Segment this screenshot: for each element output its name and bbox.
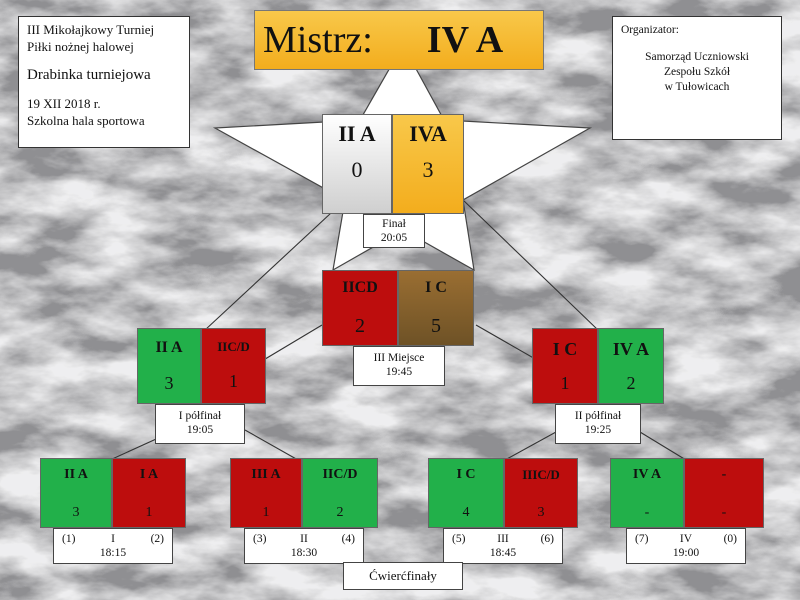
quarter3-team2-name: IIIC/D xyxy=(522,467,560,482)
quarter4-number: IV xyxy=(679,533,693,545)
quarter1-seed2: (2) xyxy=(150,533,164,545)
champion-team: IV A xyxy=(426,19,504,61)
semi1-label: I półfinał xyxy=(178,410,222,422)
quarter1-team2-score: 1 xyxy=(145,505,153,520)
semi1-team1-name: II A xyxy=(155,339,183,356)
quarter3-label-box: (5) III (6) 18:45 xyxy=(443,528,563,564)
quarter1-team1-name: II A xyxy=(64,467,88,482)
final-label-box: Finał 20:05 xyxy=(363,214,425,248)
semi2-team1-name: I C xyxy=(552,339,578,359)
organizer-label: Organizator: xyxy=(621,24,679,36)
semi2-team1-score: 1 xyxy=(560,373,570,393)
quarter1-team2-name: I A xyxy=(139,467,159,482)
quarter1-number: I xyxy=(111,533,115,545)
quarter4-seed2: (0) xyxy=(723,533,737,545)
quarter1-seed1: (1) xyxy=(62,533,76,545)
quarter3-seed2: (6) xyxy=(540,533,554,545)
tournament-info-box: III Mikołajkowy Turniej Piłki nożnej hal… xyxy=(18,16,190,148)
final-team2-score: 3 xyxy=(422,157,434,182)
quarter3-number: III xyxy=(497,533,509,545)
quarter2-time: 18:30 xyxy=(290,547,318,559)
third-place-label-box: III Miejsce 19:45 xyxy=(353,346,445,386)
quarter2-team2-cell: IIC/D 2 xyxy=(302,458,378,528)
quarterfinals-label: Ćwierćfinały xyxy=(369,568,437,583)
semi2-team2-cell: IV A 2 xyxy=(598,328,664,404)
tournament-date: 19 XII 2018 r. xyxy=(27,96,101,111)
quarterfinals-label-box: Ćwierćfinały xyxy=(343,562,463,590)
semi1-team2-cell: IIC/D 1 xyxy=(201,328,266,404)
final-team1-cell: II A 0 xyxy=(322,114,392,214)
semi2-team1-cell: I C 1 xyxy=(532,328,598,404)
semi1-time: 19:05 xyxy=(186,424,214,436)
final-team2-cell: IVA 3 xyxy=(392,114,464,214)
quarter4-team2-score: - xyxy=(721,505,727,520)
final-team1-name: II A xyxy=(338,121,376,146)
semi1-label-box: I półfinał 19:05 xyxy=(155,404,245,444)
third-place-label: III Miejsce xyxy=(373,352,425,364)
semi1-team2-name: IIC/D xyxy=(217,339,250,354)
quarter1-time: 18:15 xyxy=(99,547,127,559)
third-place-team2-name: I C xyxy=(425,279,447,296)
organizer-line-2: Zespołu Szkół xyxy=(663,66,731,78)
semi2-team2-score: 2 xyxy=(626,373,636,393)
quarter4-team1-name: IV A xyxy=(632,467,662,482)
organizer-info-box: Organizator: Samorząd Uczniowski Zespołu… xyxy=(612,16,782,140)
semi2-label-box: II półfinał 19:25 xyxy=(555,404,641,444)
tournament-title: III Mikołajkowy Turniej xyxy=(27,22,155,37)
semi2-team2-name: IV A xyxy=(612,339,650,359)
quarter4-label-box: (7) IV (0) 19:00 xyxy=(626,528,746,564)
third-place-team1-score: 2 xyxy=(355,315,365,337)
quarter3-team2-cell: IIIC/D 3 xyxy=(504,458,578,528)
final-team2-name: IVA xyxy=(409,121,447,146)
final-time: 20:05 xyxy=(380,232,408,244)
bracket-title: Drabinka turniejowa xyxy=(27,67,151,83)
quarter2-team2-score: 2 xyxy=(336,505,344,520)
quarter1-team1-score: 3 xyxy=(72,505,80,520)
quarter3-team2-score: 3 xyxy=(537,505,545,520)
quarter2-number: II xyxy=(300,533,308,545)
quarter1-team2-cell: I A 1 xyxy=(112,458,186,528)
quarter2-team1-score: 1 xyxy=(262,505,270,520)
quarter4-team1-cell: IV A - xyxy=(610,458,684,528)
semi1-team1-score: 3 xyxy=(164,373,174,393)
final-team1-score: 0 xyxy=(351,157,363,182)
quarter3-time: 18:45 xyxy=(489,547,517,559)
quarter4-team2-name: - xyxy=(721,467,727,482)
quarter2-seed2: (4) xyxy=(341,533,355,545)
tournament-subtitle: Piłki nożnej halowej xyxy=(27,39,134,54)
champion-banner: Mistrz: IV A xyxy=(254,10,544,70)
third-place-time: 19:45 xyxy=(385,366,413,378)
champion-label: Mistrz: xyxy=(263,19,373,61)
quarter4-team1-score: - xyxy=(644,505,650,520)
quarter1-label-box: (1) I (2) 18:15 xyxy=(53,528,173,564)
tournament-venue: Szkolna hala sportowa xyxy=(27,113,145,128)
third-place-team2-score: 5 xyxy=(431,315,441,337)
quarter3-team1-name: I C xyxy=(456,467,476,482)
quarter2-team1-name: III A xyxy=(251,467,281,482)
final-label: Finał xyxy=(382,218,406,230)
quarter4-team2-cell: - - xyxy=(684,458,764,528)
quarter4-time: 19:00 xyxy=(672,547,700,559)
third-place-team1-cell: IICD 2 xyxy=(322,270,398,346)
quarter3-seed1: (5) xyxy=(452,533,466,545)
quarter3-team1-score: 4 xyxy=(462,505,470,520)
organizer-line-1: Samorząd Uczniowski xyxy=(645,51,749,63)
quarter2-seed1: (3) xyxy=(253,533,267,545)
quarter2-team2-name: IIC/D xyxy=(322,467,358,482)
quarter3-team1-cell: I C 4 xyxy=(428,458,504,528)
quarter2-team1-cell: III A 1 xyxy=(230,458,302,528)
organizer-line-3: w Tułowicach xyxy=(664,81,730,93)
quarter1-team1-cell: II A 3 xyxy=(40,458,112,528)
semi1-team2-score: 1 xyxy=(229,371,238,391)
semi2-label: II półfinał xyxy=(574,410,622,422)
semi2-time: 19:25 xyxy=(584,424,612,436)
quarter2-label-box: (3) II (4) 18:30 xyxy=(244,528,364,564)
third-place-team2-cell: I C 5 xyxy=(398,270,474,346)
quarter4-seed1: (7) xyxy=(635,533,649,545)
semi1-team1-cell: II A 3 xyxy=(137,328,201,404)
third-place-team1-name: IICD xyxy=(342,279,378,296)
